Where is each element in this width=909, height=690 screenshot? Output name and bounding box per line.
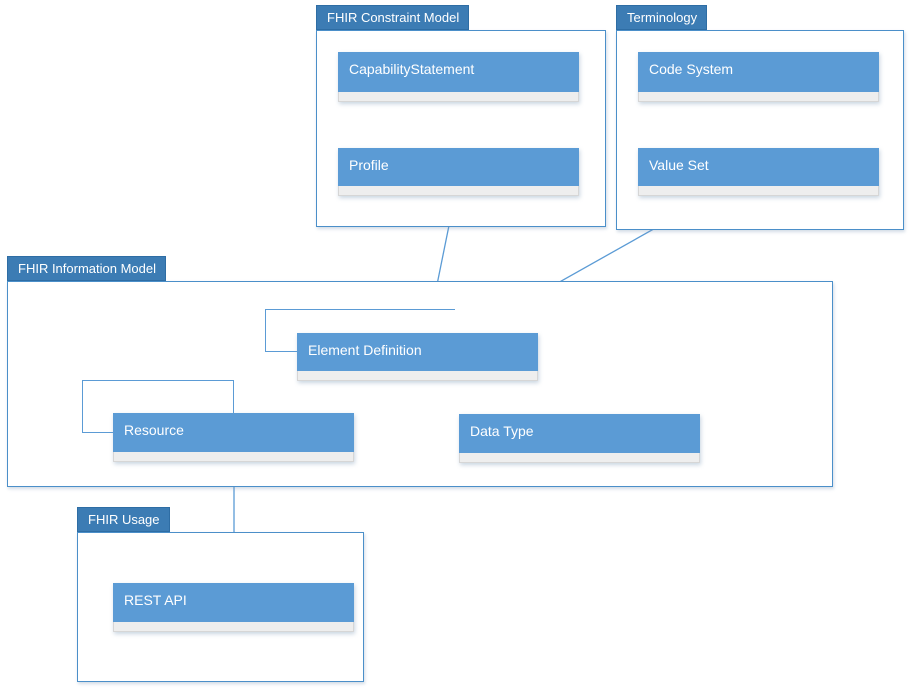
class-profile[interactable]: Profile [338, 148, 579, 196]
class-title: REST API [113, 583, 354, 622]
class-title: Code System [638, 52, 879, 92]
class-element-definition[interactable]: Element Definition [297, 333, 538, 381]
class-compartment [113, 452, 354, 462]
class-resource[interactable]: Resource [113, 413, 354, 462]
class-compartment [638, 92, 879, 102]
class-compartment [113, 622, 354, 632]
class-value-set[interactable]: Value Set [638, 148, 879, 196]
class-title: Value Set [638, 148, 879, 186]
class-compartment [338, 186, 579, 196]
class-title: Data Type [459, 414, 700, 453]
package-tab-label[interactable]: FHIR Constraint Model [316, 5, 470, 30]
class-title: Element Definition [297, 333, 538, 371]
class-capability-statement[interactable]: CapabilityStatement [338, 52, 579, 102]
class-code-system[interactable]: Code System [638, 52, 879, 102]
package-tab-label[interactable]: FHIR Information Model [7, 256, 166, 281]
class-compartment [459, 453, 700, 463]
class-compartment [638, 186, 879, 196]
package-tab-label[interactable]: FHIR Usage [77, 507, 170, 532]
package-tab-label[interactable]: Terminology [616, 5, 708, 30]
class-rest-api[interactable]: REST API [113, 583, 354, 632]
class-title: Profile [338, 148, 579, 186]
class-data-type[interactable]: Data Type [459, 414, 700, 463]
class-compartment [297, 371, 538, 381]
class-compartment [338, 92, 579, 102]
class-title: CapabilityStatement [338, 52, 579, 92]
class-title: Resource [113, 413, 354, 452]
package-terminology[interactable]: Terminology [616, 5, 904, 230]
